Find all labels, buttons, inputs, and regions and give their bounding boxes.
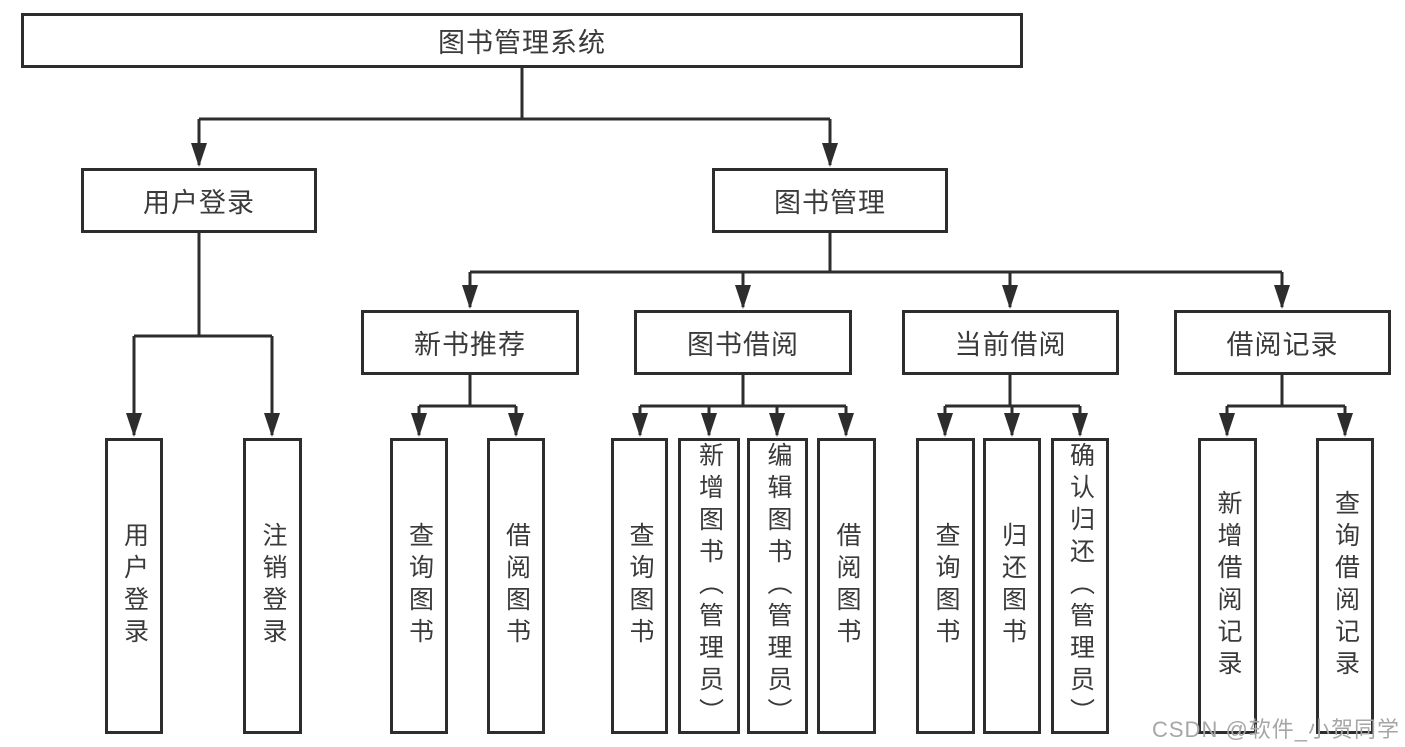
leaf-logout-label: 注销登录 <box>259 522 287 650</box>
leaf-borrow-book-recommend: 借阅图书 <box>487 438 545 734</box>
node-book-management: 图书管理 <box>712 168 948 233</box>
node-borrow-record: 借阅记录 <box>1174 310 1391 375</box>
leaf-query-book-current: 查询图书 <box>916 438 975 734</box>
connector-user-login-children <box>126 233 280 437</box>
leaf-user-login: 用户登录 <box>105 438 163 734</box>
leaf-add-borrow-record: 新增借阅记录 <box>1198 438 1257 734</box>
leaf-query-book-recommend: 查询图书 <box>390 438 448 734</box>
csdn-watermark: CSDN @软件_小贺同学 <box>1152 717 1401 742</box>
leaf-edit-book-admin-label: 编辑图书（管理员） <box>764 442 792 730</box>
node-new-book-recommend: 新书推荐 <box>361 310 579 375</box>
leaf-return-book-label: 归还图书 <box>998 522 1027 650</box>
leaf-logout: 注销登录 <box>243 438 302 734</box>
node-library-system: 图书管理系统 <box>21 13 1023 68</box>
leaf-query-book-recommend-label: 查询图书 <box>405 522 434 650</box>
leaf-borrow-book-label: 借阅图书 <box>833 522 861 650</box>
connector-book-mgmt-to-level3 <box>462 233 1290 309</box>
leaf-add-borrow-record-label: 新增借阅记录 <box>1214 490 1242 682</box>
node-user-login: 用户登录 <box>81 168 317 233</box>
leaf-query-book-label: 查询图书 <box>626 522 654 650</box>
node-book-management-label: 图书管理 <box>774 188 886 218</box>
leaf-query-book: 查询图书 <box>611 438 668 734</box>
leaf-edit-book-admin: 编辑图书（管理员） <box>747 438 808 734</box>
node-new-book-recommend-label: 新书推荐 <box>414 330 526 360</box>
node-library-system-label: 图书管理系统 <box>438 28 606 58</box>
node-borrow-record-label: 借阅记录 <box>1226 330 1339 360</box>
connector-borrow-record-children <box>1219 375 1353 437</box>
connector-new-book-children <box>411 375 524 437</box>
leaf-confirm-return-admin-label: 确认归还（管理员） <box>1066 442 1095 730</box>
node-book-borrow-label: 图书借阅 <box>687 330 799 360</box>
leaf-borrow-book: 借阅图书 <box>817 438 876 734</box>
leaf-return-book: 归还图书 <box>983 438 1041 734</box>
node-user-login-label: 用户登录 <box>143 188 255 218</box>
leaf-add-book-admin: 新增图书（管理员） <box>678 438 740 734</box>
leaf-confirm-return-admin: 确认归还（管理员） <box>1051 438 1109 734</box>
leaf-query-borrow-record: 查询借阅记录 <box>1316 438 1374 734</box>
node-current-borrow: 当前借阅 <box>902 310 1119 375</box>
leaf-borrow-book-recommend-label: 借阅图书 <box>502 522 531 650</box>
connector-current-borrow-children <box>937 375 1088 437</box>
leaf-add-book-admin-label: 新增图书（管理员） <box>695 442 724 730</box>
leaf-query-book-current-label: 查询图书 <box>932 522 960 650</box>
connector-book-borrow-children <box>632 375 854 437</box>
connector-root-to-level2 <box>191 68 838 167</box>
leaf-query-borrow-record-label: 查询借阅记录 <box>1331 490 1360 682</box>
leaf-user-login-label: 用户登录 <box>120 522 149 650</box>
node-book-borrow: 图书借阅 <box>634 310 852 375</box>
node-current-borrow-label: 当前借阅 <box>954 330 1067 360</box>
